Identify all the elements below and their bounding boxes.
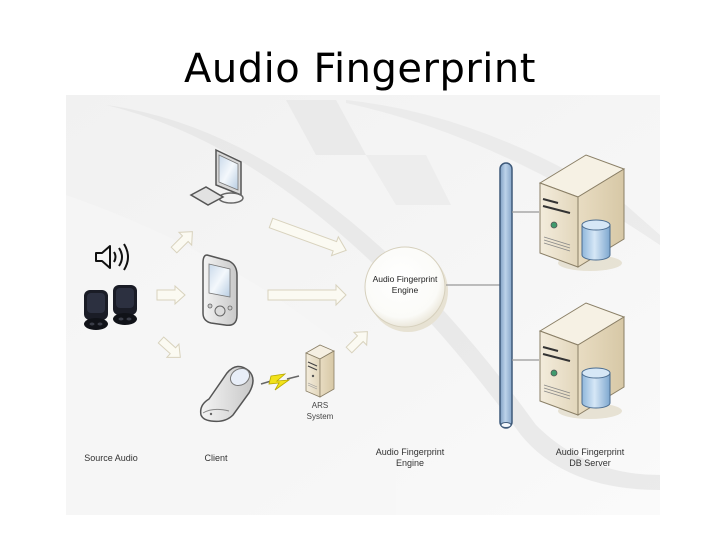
desktop-computer-icon <box>189 148 244 206</box>
flip-phone-icon <box>199 365 254 423</box>
ars-system-label: ARS System <box>296 400 344 422</box>
column-label-source-audio: Source Audio <box>84 453 138 463</box>
ars-label-line1: ARS <box>311 401 329 410</box>
arrow-ars-to-engine <box>345 331 368 354</box>
ars-label-line2: System <box>306 412 334 421</box>
speaker-sound-icon <box>95 243 129 271</box>
database-server-icon <box>538 154 626 271</box>
engine-node-label-line1: Audio Fingerprint <box>372 274 438 284</box>
lightning-icon <box>260 373 300 391</box>
arrow-pda-to-engine <box>267 283 347 307</box>
background-shade <box>66 195 396 515</box>
column-label-db-line2: DB Server <box>569 458 611 468</box>
network-bus <box>499 162 513 429</box>
column-label-db-server: Audio Fingerprint DB Server <box>540 447 640 469</box>
arrow-desktop-to-engine <box>268 217 347 257</box>
column-label-engine-line1: Audio Fingerprint <box>375 447 445 457</box>
column-label-db-line1: Audio Fingerprint <box>555 447 625 457</box>
arrow-source-to-pda <box>156 284 186 306</box>
diagram-frame: Audio Fingerprint Engine ARS System Sour… <box>66 95 660 515</box>
database-server-icon <box>538 302 626 419</box>
column-label-client: Client <box>204 453 228 463</box>
slide-title: Audio Fingerprint <box>184 46 536 92</box>
column-label-engine-line2: Engine <box>395 458 425 468</box>
db-cylinder-icon <box>581 367 611 409</box>
engine-node-label-line2: Engine <box>391 285 419 295</box>
db-cylinder-icon <box>581 219 611 261</box>
speakers-icon <box>84 285 137 330</box>
diagram-canvas <box>66 95 660 515</box>
pda-icon <box>202 254 238 327</box>
engine-node-label: Audio Fingerprint Engine <box>362 274 448 296</box>
fingerprint-engine-node <box>364 246 448 332</box>
arrow-source-to-desktop <box>170 231 193 254</box>
server-tower-icon <box>305 344 335 398</box>
arrow-source-to-phone <box>157 336 181 358</box>
background-check <box>366 155 451 205</box>
background-check <box>286 100 366 155</box>
column-label-engine: Audio Fingerprint Engine <box>360 447 460 469</box>
